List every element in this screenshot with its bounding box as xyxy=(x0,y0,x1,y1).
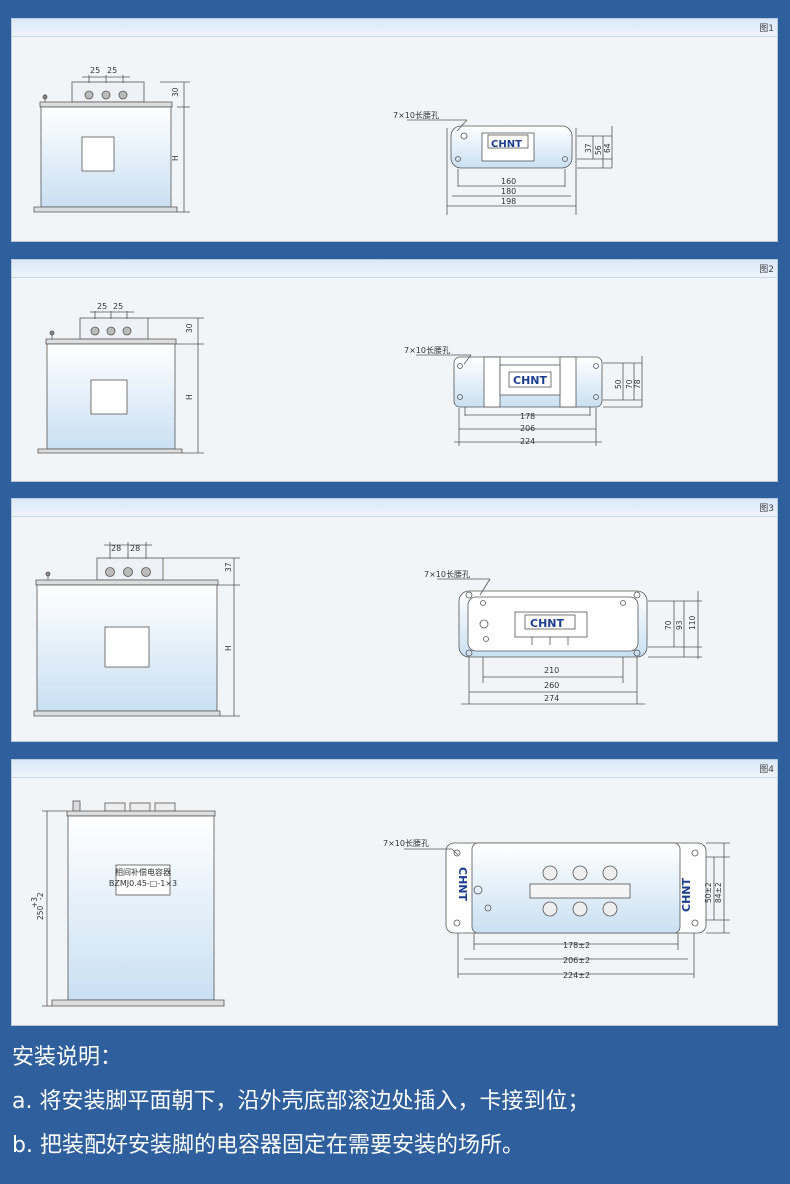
drawing-figure-1: 25 25 30 H 7×10长腰孔 CHNT 160 180 198 37 5… xyxy=(33,66,613,215)
dim-w1: 210 xyxy=(544,666,559,675)
figure-label: 图1 xyxy=(759,24,774,34)
label-plate xyxy=(104,626,150,668)
dim-pitch-b: 25 xyxy=(107,66,117,75)
chnt-logo: CHNT xyxy=(530,617,564,630)
chnt-logo-right: CHNT xyxy=(680,878,693,912)
dim-height-tol-lower: -2 xyxy=(36,892,45,900)
chnt-logo: CHNT xyxy=(491,139,522,150)
panel-header-strip xyxy=(12,260,777,278)
label-plate xyxy=(90,379,128,415)
dim-pitch-b: 28 xyxy=(130,544,140,553)
dim-slot: 7×10长腰孔 xyxy=(383,838,429,848)
dim-h1: 70 xyxy=(664,620,673,630)
figure-label: 图4 xyxy=(759,765,774,775)
dim-w1: 178±2 xyxy=(563,941,590,950)
dim-pitch-a: 25 xyxy=(90,66,100,75)
figure-panel-3: 图3 xyxy=(11,498,778,742)
dim-height: H xyxy=(171,155,180,161)
figure-panel-4: 图4 xyxy=(11,759,778,1026)
dim-w2: 260 xyxy=(544,681,559,690)
notes-line-b: b. 把装配好安装脚的电容器固定在需要安装的场所。 xyxy=(12,1133,524,1158)
dim-h2: 93 xyxy=(675,620,684,630)
notes-line-a: a. 将安装脚平面朝下，沿外壳底部滚边处插入，卡接到位； xyxy=(12,1089,590,1114)
dim-h3: 110 xyxy=(688,615,697,630)
dim-terminal-height: 30 xyxy=(171,87,180,97)
dim-height-tol-upper: +3 xyxy=(30,897,39,908)
dim-h3: 78 xyxy=(633,379,642,389)
dim-pitch-a: 25 xyxy=(97,302,107,311)
dim-w3: 274 xyxy=(544,694,559,703)
notes-title: 安装说明： xyxy=(12,1045,123,1070)
dim-w2: 206±2 xyxy=(563,956,590,965)
drawing-figure-4: 相间补偿电容器 BZMJ0.45-□-1×3 250 +3 -2 7×10长腰孔… xyxy=(30,800,730,1007)
dim-slot: 7×10长腰孔 xyxy=(393,110,439,120)
dim-h1: 50 xyxy=(614,379,623,389)
drawing-figure-3: 28 28 37 H 7×10长腰孔 CHNT 210 260 274 70 9… xyxy=(33,542,702,717)
dim-h1: 50±2 xyxy=(704,882,713,903)
label-plate-line-2: BZMJ0.45-□-1×3 xyxy=(109,879,177,888)
dim-pitch-b: 25 xyxy=(113,302,123,311)
dim-terminal-height: 37 xyxy=(224,562,233,572)
dim-height: H xyxy=(185,394,194,400)
dim-w1: 160 xyxy=(501,177,516,186)
chnt-logo: CHNT xyxy=(513,374,547,387)
dim-h2: 56 xyxy=(594,145,603,155)
drawing-figure-2: 25 25 30 H 7×10长腰孔 CHNT 178 206 224 50 7… xyxy=(37,302,643,454)
installation-notes: 安装说明： a. 将安装脚平面朝下，沿外壳底部滚边处插入，卡接到位； b. 把装… xyxy=(12,1036,589,1168)
figure-panel-1: 图1 xyxy=(11,18,778,242)
dim-w2: 180 xyxy=(501,187,516,196)
dim-h2: 70 xyxy=(625,379,634,389)
capacitor-body xyxy=(67,815,215,1001)
dim-h3: 64 xyxy=(603,143,612,153)
dim-pitch-a: 28 xyxy=(111,544,121,553)
dim-height: H xyxy=(224,645,233,651)
dim-h1: 37 xyxy=(584,143,593,153)
dim-w3: 198 xyxy=(501,197,516,206)
panel-header-strip xyxy=(12,760,777,778)
dim-slot: 7×10长腰孔 xyxy=(404,345,450,355)
label-plate xyxy=(81,136,115,172)
dim-height: 250 xyxy=(36,905,45,920)
dim-w1: 178 xyxy=(520,412,535,421)
panel-header-strip xyxy=(12,19,777,37)
dim-w3: 224 xyxy=(520,437,535,446)
dim-terminal-height: 30 xyxy=(185,323,194,333)
figure-label: 图2 xyxy=(759,265,774,275)
dim-w3: 224±2 xyxy=(563,971,590,980)
figure-label: 图3 xyxy=(759,504,774,514)
dim-w2: 206 xyxy=(520,424,535,433)
panel-header-strip xyxy=(12,499,777,517)
figure-panel-2: 图2 xyxy=(11,259,778,482)
dim-h2: 84±2 xyxy=(714,882,723,903)
chnt-logo-left: CHNT xyxy=(456,867,469,901)
label-plate xyxy=(115,864,171,896)
dim-slot: 7×10长腰孔 xyxy=(424,569,470,579)
label-plate-line-1: 相间补偿电容器 xyxy=(115,867,171,877)
